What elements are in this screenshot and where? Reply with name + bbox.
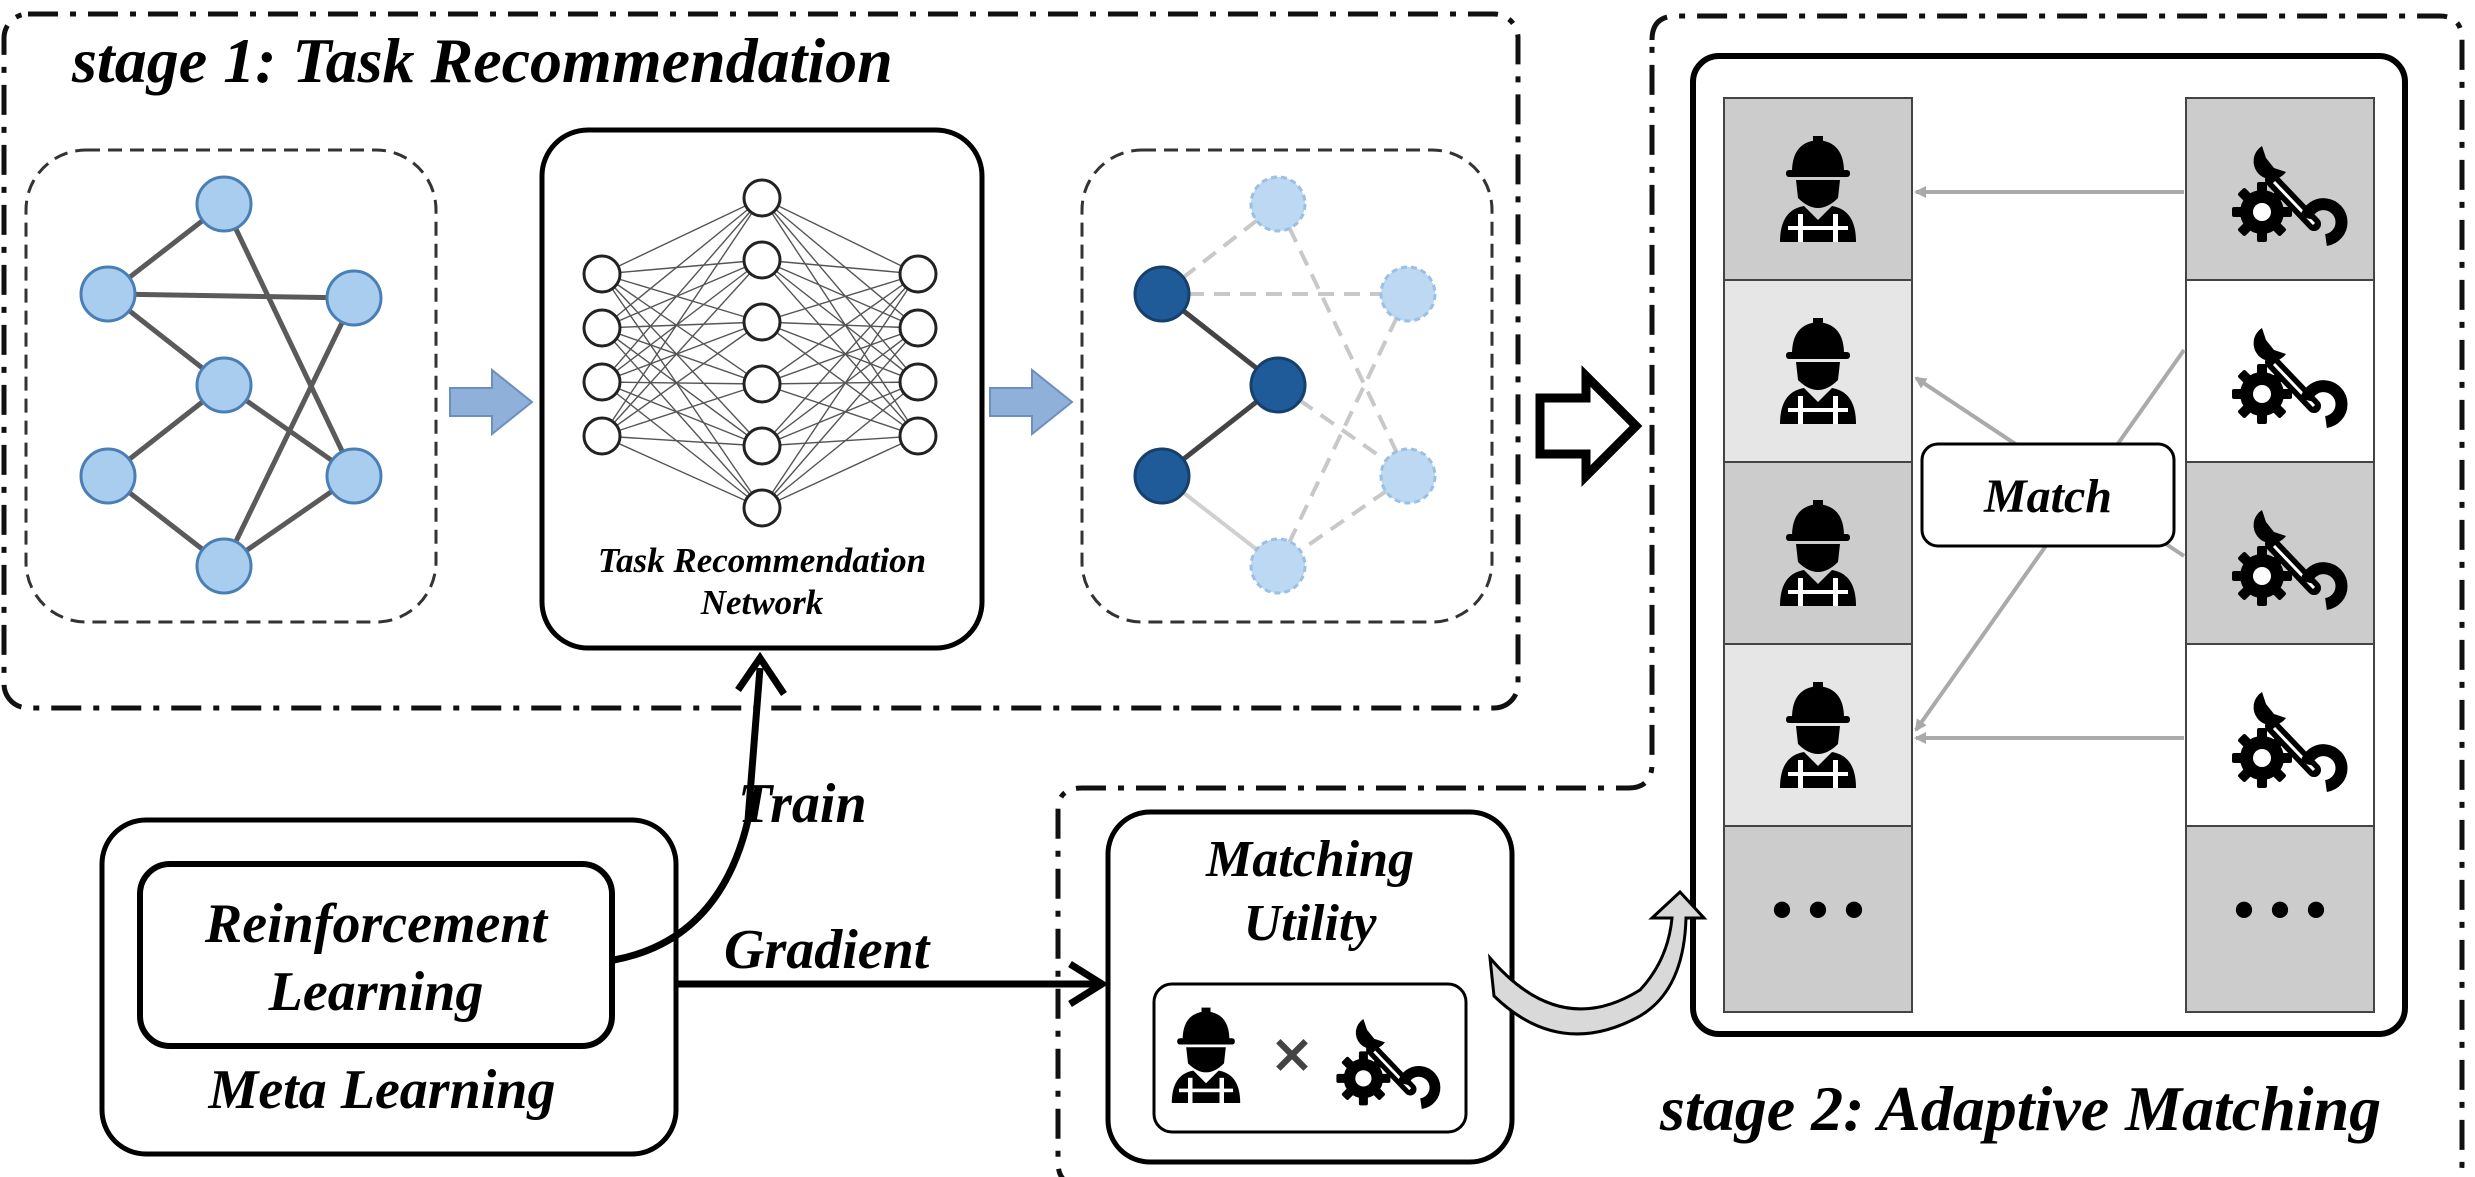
meta-learning-box: Reinforcement Learning Meta Learning <box>99 817 679 1157</box>
nn-connection <box>761 197 919 275</box>
stage2-panel: stage 2: Adaptive Matching • • • <box>1055 13 2465 1177</box>
nn-connection <box>601 321 763 437</box>
nn-connection <box>761 435 919 509</box>
network-label-line2: Network <box>700 583 824 622</box>
nn-connection <box>761 197 919 329</box>
nn-neuron <box>582 416 622 456</box>
gradient-label: Gradient <box>724 919 931 981</box>
match-label-box <box>1920 442 2176 548</box>
output-graph <box>1080 148 1494 624</box>
stage2-title: stage 2: Adaptive Matching <box>1659 1073 2381 1144</box>
nn-neuron <box>742 364 782 404</box>
stage2-border <box>1055 13 2465 1177</box>
task-recommendation-network: Task Recommendation Network <box>539 127 985 651</box>
nn-connection <box>761 259 919 275</box>
nn-connection <box>761 273 919 447</box>
utility-label-line1: Matching <box>1205 831 1414 888</box>
nn-neuron <box>582 254 622 294</box>
flow-arrow-2 <box>989 367 1074 437</box>
nn-neuron <box>898 308 938 348</box>
reinforcement-learning-box <box>137 861 615 1049</box>
nn-connection <box>761 273 919 385</box>
nn-connection <box>601 435 763 447</box>
stage1-panel: stage 1: Task Recommendation <box>1 11 1521 711</box>
input-graph <box>24 148 438 624</box>
times-operator: × <box>1269 1022 1314 1085</box>
more-tasks: • • • <box>2233 877 2326 943</box>
nn-connection <box>601 197 763 329</box>
nn-connection <box>601 273 763 509</box>
nn-connection <box>601 197 763 437</box>
gradient-arrow: Gradient <box>678 919 1109 1007</box>
nn-connection <box>601 321 763 329</box>
nn-connection <box>601 381 763 385</box>
matching-utility-box: Matching Utility × <box>1105 809 1515 1165</box>
nn-connection <box>601 259 763 329</box>
nn-connection <box>761 259 919 329</box>
nn-connection <box>601 259 763 437</box>
block-arrow-right-icon <box>1535 365 1643 487</box>
utility-label-line2: Utility <box>1244 895 1378 952</box>
meta-learning-label: Meta Learning <box>208 1059 556 1121</box>
nn-connection <box>601 259 763 383</box>
nn-connection <box>761 197 919 383</box>
rl-label-line1: Reinforcement <box>204 893 549 955</box>
nn-connection <box>601 327 763 509</box>
match-label: Match <box>1983 470 2112 523</box>
nn-neuron <box>742 488 782 528</box>
nn-connection <box>601 273 763 385</box>
nn-neuron <box>582 308 622 348</box>
nn-connection <box>761 197 919 437</box>
nn-neuron <box>898 362 938 402</box>
nn-connection <box>761 327 919 385</box>
nn-connection <box>601 327 763 385</box>
nn-connection <box>601 197 763 275</box>
nn-connection <box>601 383 763 437</box>
nn-neuron <box>898 254 938 294</box>
stage1-title: stage 1: Task Recommendation <box>71 25 893 96</box>
nn-neuron <box>582 362 622 402</box>
nn-connection <box>601 197 763 383</box>
nn-neuron <box>742 302 782 342</box>
rl-label-line2: Learning <box>268 961 484 1023</box>
stage1-border <box>1 11 1521 711</box>
nn-neuron <box>742 178 782 218</box>
nn-connection <box>761 321 919 437</box>
tool-column: • • • <box>2185 97 2375 1013</box>
nn-connection <box>761 273 919 509</box>
more-workers: • • • <box>1771 877 1864 943</box>
nn-connection <box>601 435 763 509</box>
train-label: Train <box>738 773 867 835</box>
nn-connection <box>601 321 763 383</box>
nn-connection <box>601 381 763 447</box>
worker-column: • • • <box>1723 97 1913 1013</box>
nn-neuron <box>898 416 938 456</box>
nn-connection <box>761 321 919 329</box>
flow-arrow-1 <box>449 367 534 437</box>
nn-connection <box>761 381 919 447</box>
nn-connection <box>601 273 763 323</box>
nn-connection <box>601 327 763 447</box>
nn-connection <box>601 381 763 509</box>
nn-connection <box>761 381 919 385</box>
nn-connection <box>761 383 919 437</box>
nn-connection <box>601 259 763 275</box>
nn-connection <box>601 273 763 447</box>
curved-arrow-icon <box>1488 889 1708 1036</box>
nn-connection <box>761 327 919 447</box>
nn-connection <box>761 273 919 323</box>
nn-neuron <box>742 426 782 466</box>
nn-connection <box>761 321 919 383</box>
nn-connection <box>761 327 919 509</box>
nn-connection <box>761 259 919 437</box>
nn-neuron <box>742 240 782 280</box>
network-label-line1: Task Recommendation <box>598 541 926 580</box>
nn-connection <box>761 259 919 383</box>
nn-connection <box>761 381 919 509</box>
nn-connection <box>761 435 919 447</box>
train-arrow: Train <box>613 651 867 964</box>
